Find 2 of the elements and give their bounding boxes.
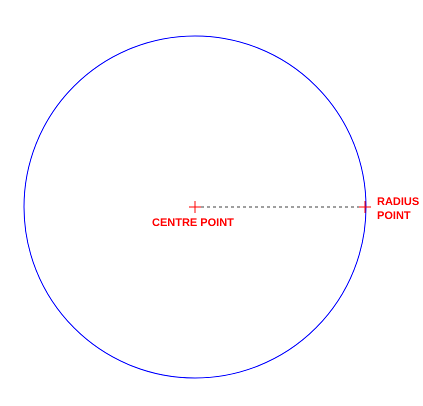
point-label: CENTRE POINT: [152, 216, 234, 230]
point-label: RADIUS POINT: [377, 195, 417, 223]
